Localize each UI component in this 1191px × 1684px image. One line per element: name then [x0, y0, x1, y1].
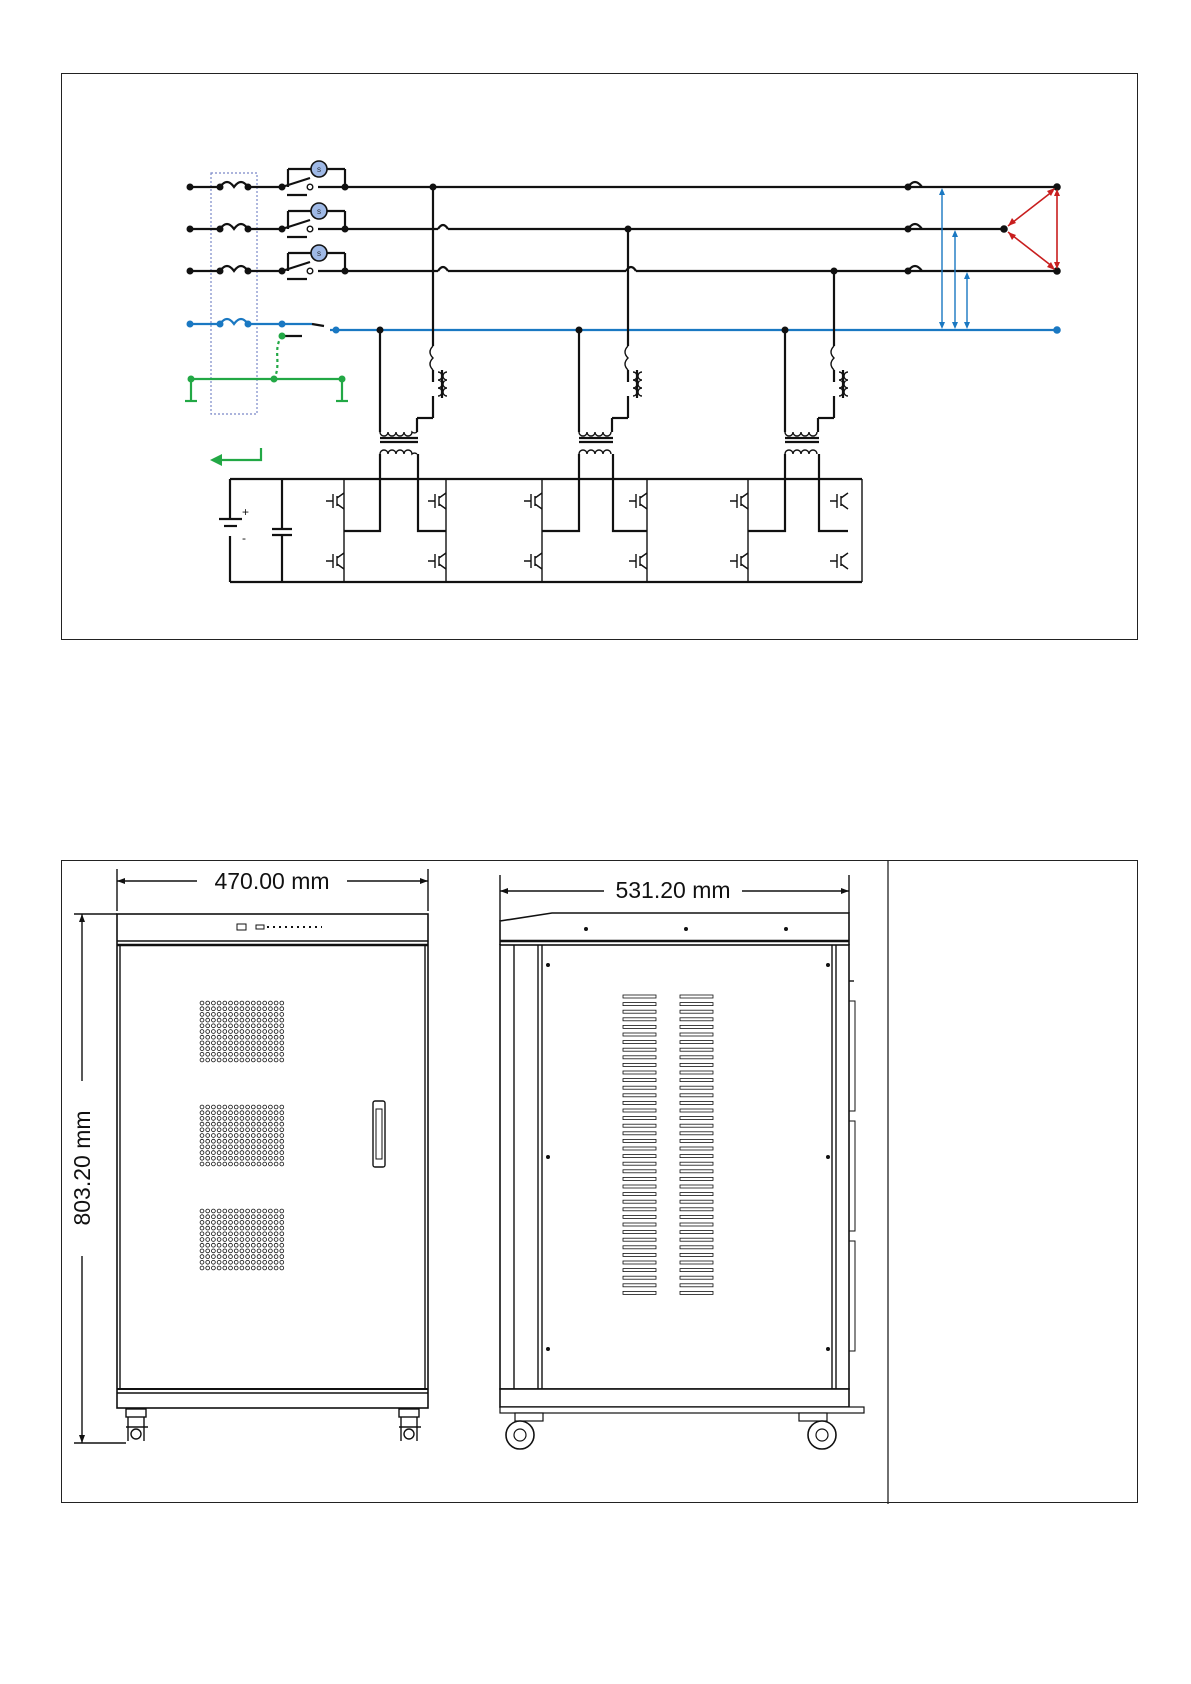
svg-text:S: S	[317, 210, 321, 216]
breaker-group-box	[211, 173, 257, 414]
green-return-arrow-icon	[210, 448, 261, 466]
svg-text:+: +	[242, 505, 249, 519]
line-voltage-arrows	[1008, 188, 1060, 270]
svg-text:-: -	[242, 531, 246, 545]
phase-lines	[187, 169, 1061, 279]
schematic-panel: S S S	[61, 73, 1138, 640]
cabinet-drawings: 470.00 mm 531.20 mm 803.20 mm	[62, 861, 1139, 1504]
height-dimension-label: 803.20 mm	[69, 1110, 95, 1225]
spd-icon: S S S	[311, 161, 327, 261]
width-dimension-label: 470.00 mm	[214, 868, 329, 894]
side-view	[500, 875, 864, 1449]
front-view	[74, 869, 428, 1443]
neutral-line	[187, 319, 1061, 336]
svg-text:S: S	[317, 168, 321, 174]
svg-text:S: S	[317, 252, 321, 258]
depth-dimension-label: 531.20 mm	[615, 877, 730, 903]
breaker-contact-icon	[220, 182, 248, 187]
phase-neutral-voltage-arrows	[939, 188, 970, 329]
circuit-schematic: S S S	[62, 74, 1139, 641]
inverter-bridge: + -	[219, 454, 862, 582]
ground-bus	[185, 333, 348, 402]
dimension-drawing-panel: 470.00 mm 531.20 mm 803.20 mm	[61, 860, 1138, 1503]
